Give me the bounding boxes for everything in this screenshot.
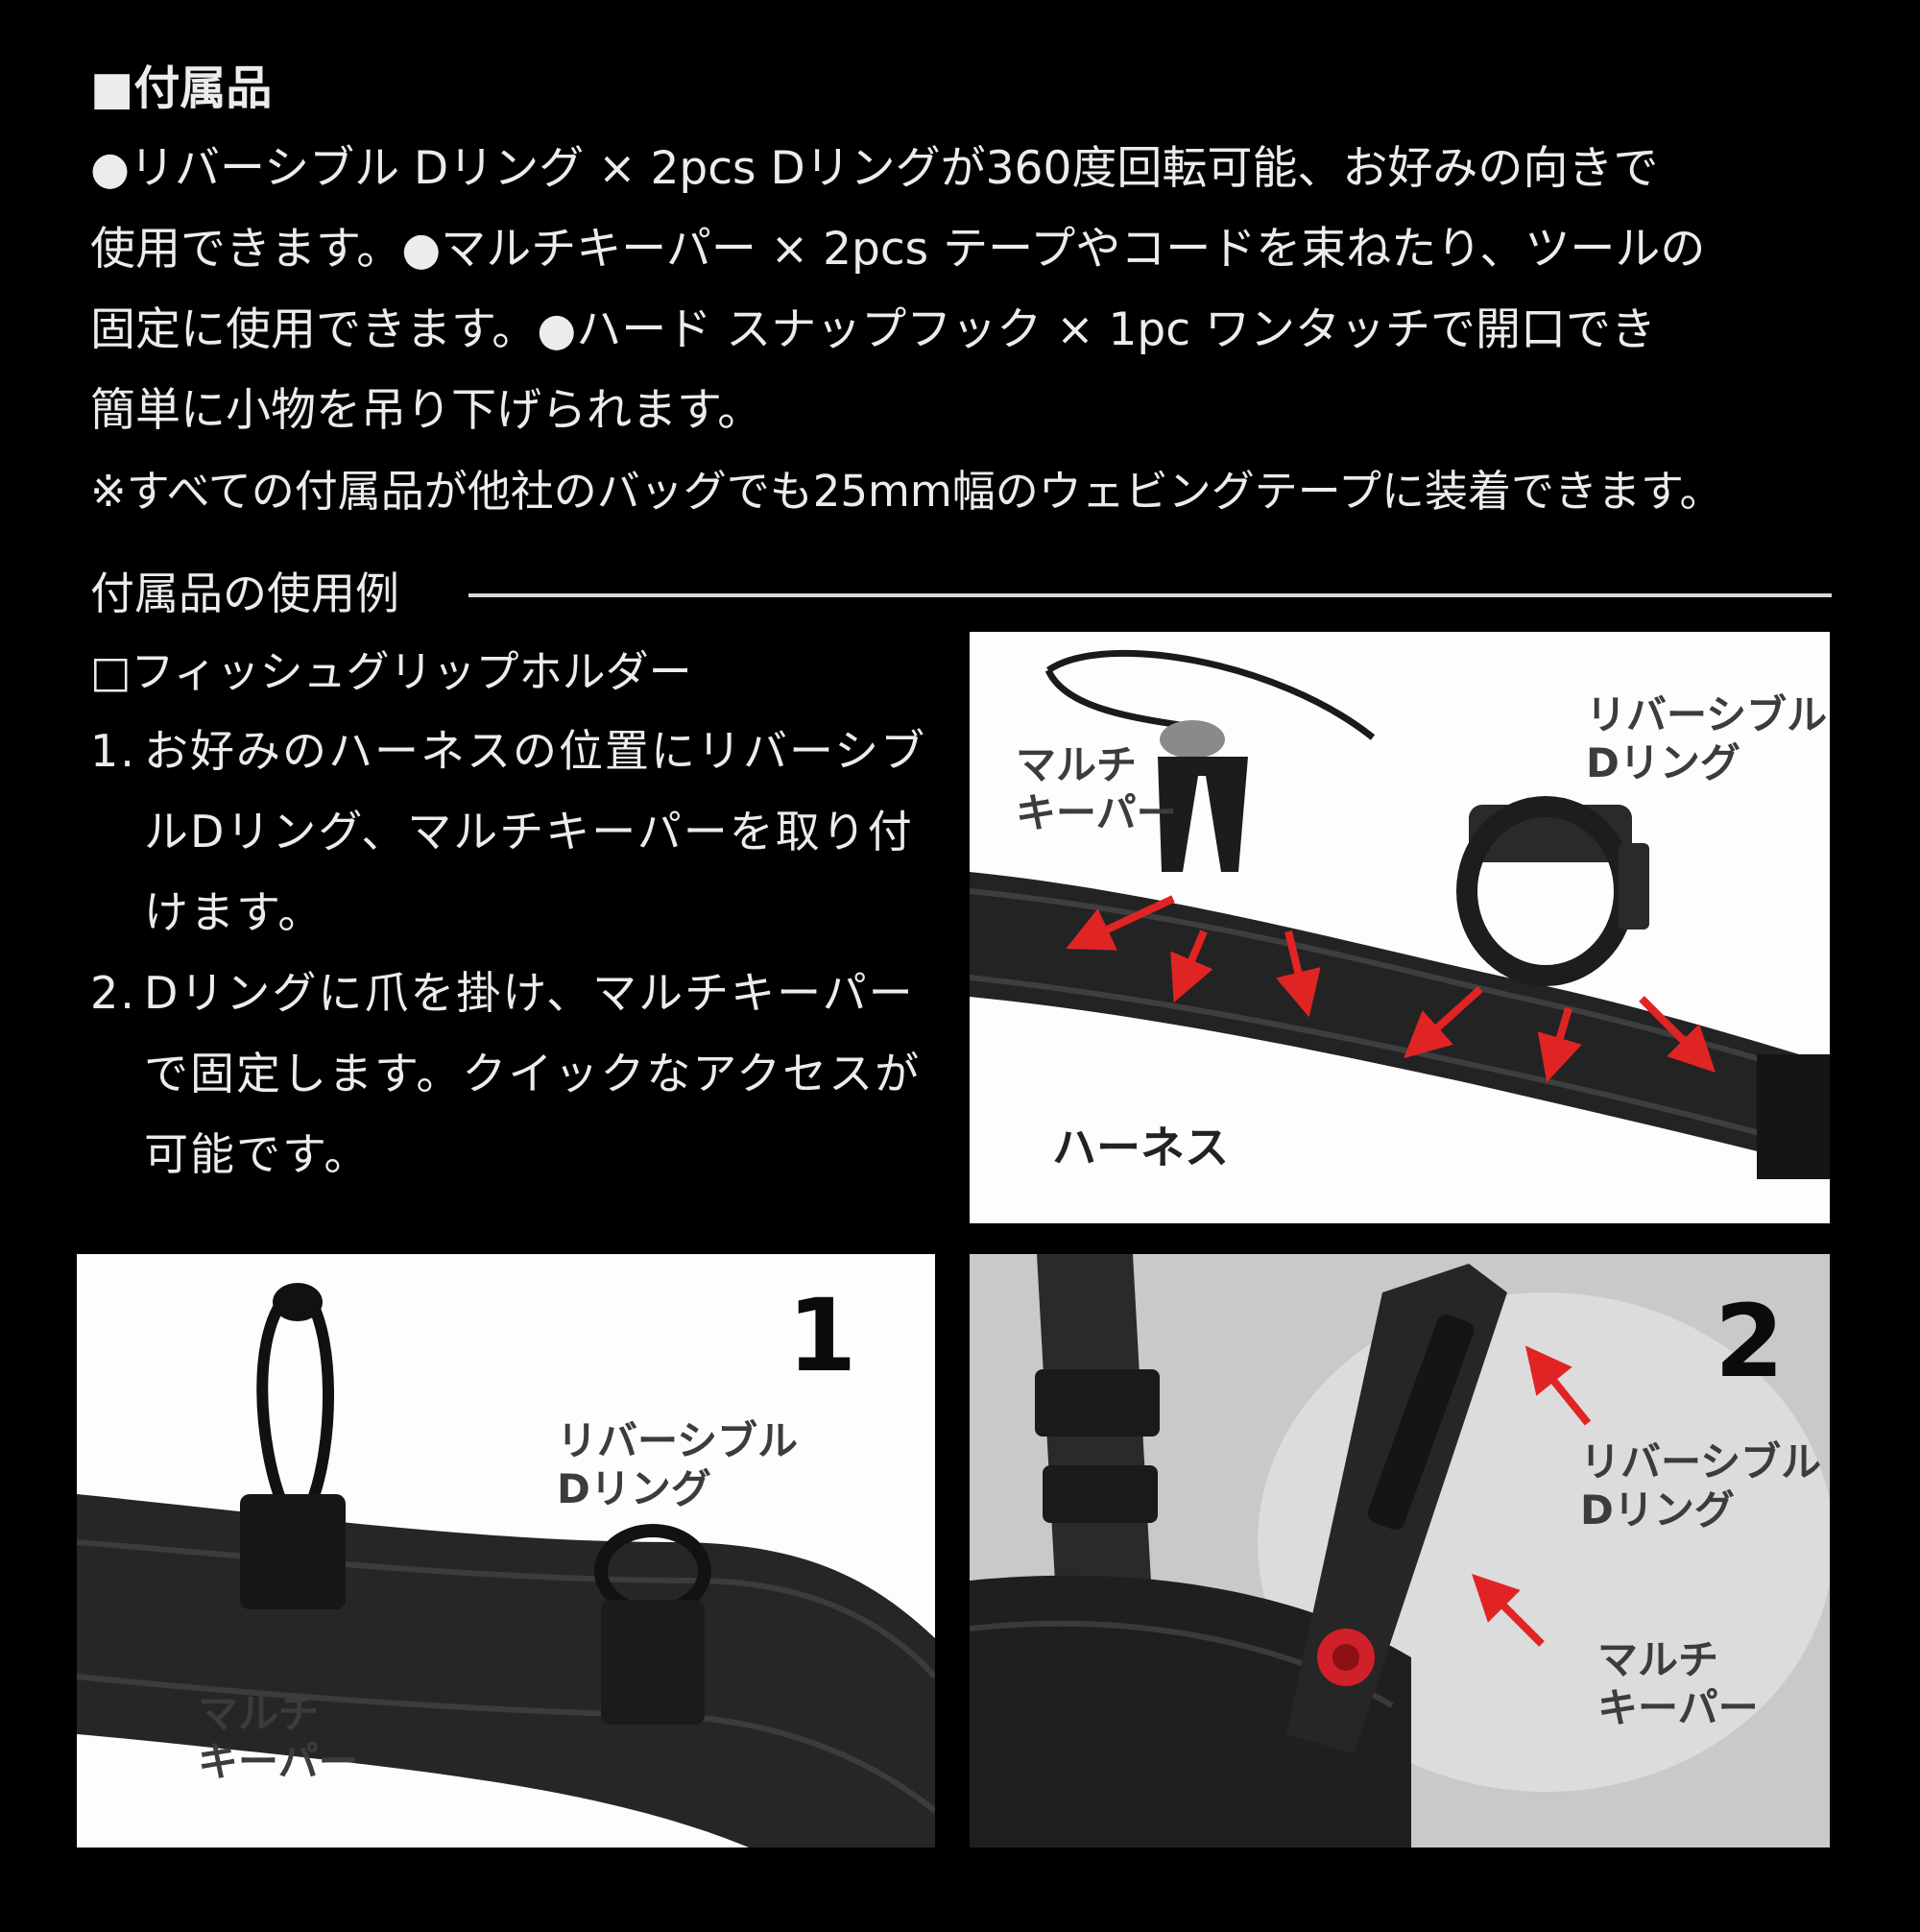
multi-keeper-label: マルチ キーパー	[198, 1690, 359, 1786]
step-2-illustration	[970, 1254, 1830, 1847]
d-ring-label-line-1: リバーシブル	[1586, 691, 1828, 738]
d-ring-label-line-1: リバーシブル	[557, 1417, 799, 1464]
step-number: 2.	[90, 967, 136, 1019]
multi-keeper-label-line-2: キーパー	[198, 1738, 359, 1785]
d-ring-label-line-2: Dリング	[557, 1465, 711, 1512]
d-ring-label: リバーシブル Dリング	[1586, 691, 1827, 787]
step-1-illustration	[77, 1283, 935, 1847]
accessories-line-4: 簡単に小物を吊り下げられます。	[90, 384, 763, 437]
accessories-note: ※すべての付属品が他社のバッグでも25mm幅のウェビングテープに装着できます。	[90, 466, 1723, 517]
step-text: お好みのハーネスの位置にリバーシブルDリング、マルチキーパーを取り付けます。	[144, 725, 927, 938]
d-ring-label: リバーシブル Dリング	[1580, 1438, 1821, 1534]
multi-keeper-label: マルチ キーパー	[1016, 741, 1177, 837]
photo-step-2: 2 リバーシブル Dリング マルチ キーパー	[970, 1254, 1830, 1847]
accessories-line-2: 使用できます。●マルチキーパー × 2pcs テープやコードを束ねたり、ツールの	[90, 223, 1706, 276]
d-ring-label-line-2: Dリング	[1586, 739, 1740, 786]
multi-keeper-label-line-1: マルチ	[1016, 741, 1138, 788]
fish-grip-holder-title: □フィッシュグリップホルダー	[90, 646, 692, 697]
harness-illustration	[970, 649, 1830, 1179]
accessories-line-3: 固定に使用できます。●ハード スナップフック × 1pc ワンタッチで開口でき	[90, 303, 1657, 356]
usage-divider	[468, 593, 1832, 597]
photo-step-1: 1 リバーシブル Dリング マルチ キーパー	[77, 1254, 935, 1847]
multi-keeper-label-line-2: キーパー	[1016, 789, 1177, 836]
multi-keeper-label: マルチ キーパー	[1597, 1636, 1759, 1732]
step-number-1: 1	[787, 1277, 857, 1394]
accessories-heading: ■付属品	[90, 61, 273, 115]
usage-steps: 1. お好みのハーネスの位置にリバーシブルDリング、マルチキーパーを取り付けます…	[90, 711, 935, 1195]
d-ring-label-line-1: リバーシブル	[1580, 1438, 1822, 1485]
d-ring-label-line-2: Dリング	[1580, 1486, 1735, 1534]
accessories-line-1: ●リバーシブル Dリング × 2pcs Dリングが360度回転可能、お好みの向き…	[90, 142, 1659, 195]
usage-title: 付属品の使用例	[90, 568, 399, 619]
step-text: Dリングに爪を掛け、マルチキーパーで固定します。クイックなアクセスが可能です。	[144, 967, 922, 1180]
d-ring-label: リバーシブル Dリング	[557, 1417, 798, 1513]
usage-step-2: 2. Dリングに爪を掛け、マルチキーパーで固定します。クイックなアクセスが可能で…	[90, 953, 935, 1195]
multi-keeper-label-line-1: マルチ	[1597, 1636, 1719, 1683]
photo-harness-accessories: マルチ キーパー リバーシブル Dリング ハーネス	[970, 632, 1830, 1223]
harness-label: ハーネス	[1052, 1122, 1229, 1173]
step-number: 1.	[90, 725, 136, 777]
accessories-section: ■付属品 ●リバーシブル Dリング × 2pcs Dリングが360度回転可能、お…	[90, 48, 1837, 532]
step-number-2: 2	[1715, 1283, 1785, 1400]
multi-keeper-label-line-1: マルチ	[198, 1690, 320, 1737]
usage-step-1: 1. お好みのハーネスの位置にリバーシブルDリング、マルチキーパーを取り付けます…	[90, 711, 935, 953]
multi-keeper-label-line-2: キーパー	[1597, 1684, 1759, 1731]
